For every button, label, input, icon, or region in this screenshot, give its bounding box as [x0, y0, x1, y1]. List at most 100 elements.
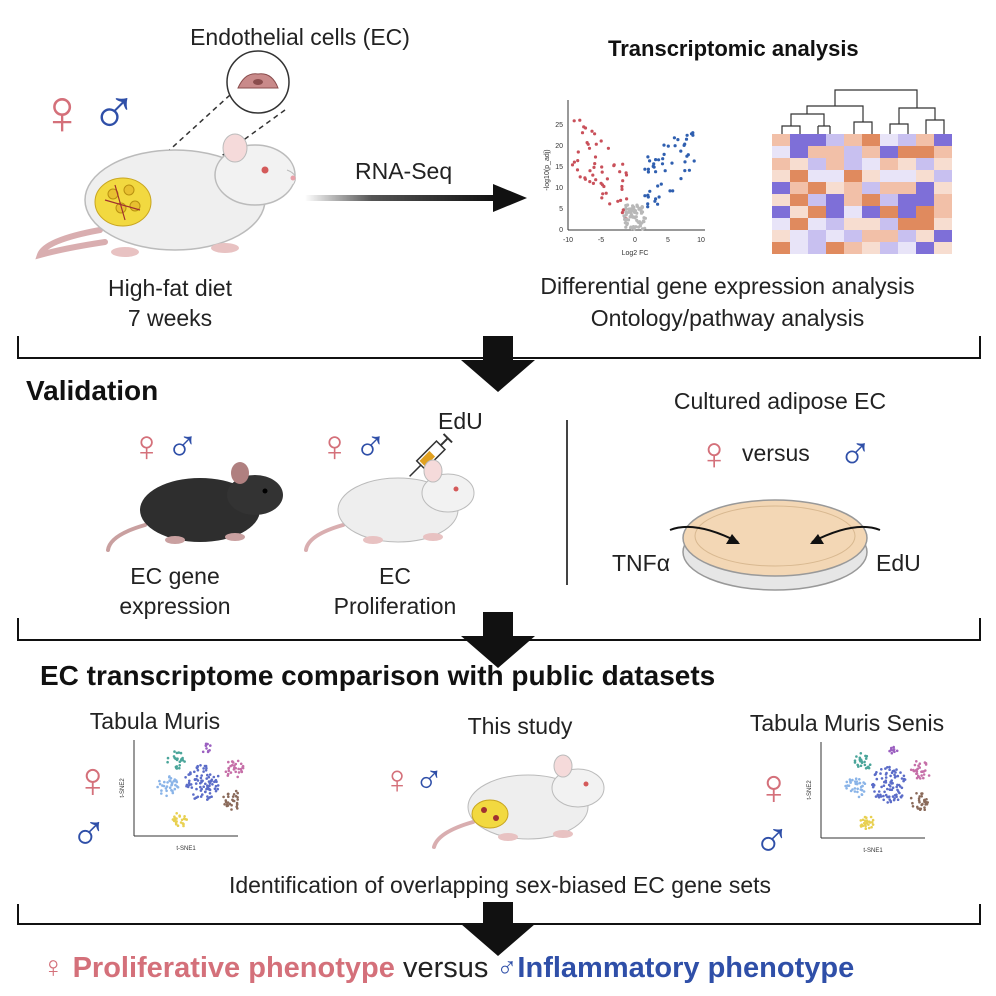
heatmap-cell	[790, 230, 808, 242]
tsne-point	[227, 767, 230, 770]
heatmap-cell	[772, 242, 790, 254]
proliferative-phenotype-label: Proliferative phenotype	[72, 952, 395, 984]
tsne-point	[871, 783, 874, 787]
tsne-point	[884, 773, 888, 776]
tsne-point	[851, 778, 854, 782]
heatmap-cell	[880, 218, 898, 230]
volcano-point	[646, 202, 650, 206]
tsne-point	[192, 793, 195, 796]
tsne-point	[200, 779, 203, 782]
tsne-point	[888, 749, 891, 753]
male-symbol-icon: ♂	[496, 952, 518, 983]
tsne-point	[166, 781, 169, 784]
tsne-point	[183, 760, 186, 763]
volcano-point	[683, 169, 687, 173]
versus-label: versus	[742, 440, 810, 466]
male-symbol-icon: ♂	[166, 422, 199, 471]
heatmap-cell	[826, 146, 844, 158]
tsne-point	[234, 766, 237, 770]
validation-divider	[566, 420, 568, 585]
tsne-point	[871, 785, 875, 789]
tsne-point	[211, 783, 214, 786]
tsne-point	[896, 774, 900, 778]
volcano-point	[661, 157, 665, 161]
tsne-point	[900, 777, 904, 780]
volcano-point	[662, 143, 666, 147]
tsne-point	[920, 774, 923, 777]
heatmap-cell	[898, 134, 916, 146]
volcano-xtick: -10	[563, 237, 573, 244]
tsne-point	[869, 821, 872, 824]
heatmap-cell	[862, 158, 880, 170]
tsne-point	[888, 795, 891, 798]
tsne-point	[847, 784, 851, 787]
volcano-point	[636, 220, 640, 224]
tsne-point	[207, 749, 210, 753]
tsne-point	[205, 766, 208, 770]
tsne-point	[233, 764, 236, 767]
tsne-point	[193, 797, 196, 800]
tsne-point	[200, 774, 203, 777]
heatmap-cell	[772, 194, 790, 206]
heatmap-cell	[826, 206, 844, 218]
volcano-point	[633, 216, 637, 220]
tsne-point	[165, 789, 168, 793]
heatmap-cell	[790, 158, 808, 170]
heatmap-cell	[934, 206, 952, 218]
tsne-point	[236, 798, 239, 801]
tsne-point	[856, 787, 859, 791]
tsne-point	[236, 759, 240, 763]
tsne-y-label: t-SNE2	[120, 778, 126, 798]
tsne-point	[902, 779, 905, 783]
tsne-point	[227, 760, 230, 764]
tsne-point	[889, 800, 893, 804]
heatmap-cell	[916, 158, 934, 170]
tsne-point	[216, 784, 220, 787]
tsne-point	[888, 798, 891, 801]
heatmap-cell	[898, 170, 916, 182]
tsne-point	[187, 781, 191, 785]
male-symbol-icon: ♂	[70, 805, 108, 861]
conclusion-versus-label: versus	[402, 952, 489, 984]
volcano-point	[620, 211, 624, 215]
tsne-point	[909, 768, 913, 772]
tsne-point	[199, 776, 203, 780]
tsne-point	[915, 768, 918, 772]
heatmap-cell	[898, 242, 916, 254]
volcano-point	[624, 218, 628, 222]
tsne-x-label: t-SNE1	[863, 848, 883, 854]
heatmap-cell	[772, 230, 790, 242]
heatmap-cell	[772, 206, 790, 218]
volcano-ytick: 10	[555, 185, 563, 192]
volcano-point	[640, 227, 645, 231]
tsne-point	[224, 770, 228, 773]
tsne-point	[859, 819, 863, 822]
tsne-point	[230, 808, 233, 811]
heatmap-cell	[880, 170, 898, 182]
heatmap-cell	[880, 242, 898, 254]
tsne-point	[227, 769, 231, 772]
volcano-point	[673, 144, 677, 148]
heatmap-cell	[916, 194, 934, 206]
volcano-point	[663, 169, 667, 173]
volcano-point	[668, 189, 672, 193]
tsne-point	[844, 784, 847, 788]
volcano-point	[625, 197, 629, 201]
tsne-point	[920, 770, 924, 773]
tsne-point	[236, 791, 239, 795]
tsne-point	[886, 801, 889, 804]
tsne-point	[922, 776, 925, 780]
volcano-point	[620, 184, 624, 189]
tsne-point	[193, 778, 197, 781]
tsne-point	[199, 764, 202, 767]
tsne-point	[174, 783, 177, 787]
volcano-point	[576, 159, 580, 163]
tsne-point	[176, 824, 180, 827]
tsne-point	[193, 770, 196, 774]
tsne-point	[168, 775, 171, 778]
heatmap-cell	[934, 182, 952, 194]
tsne-point	[185, 818, 188, 821]
tsne-point	[895, 793, 898, 796]
volcano-point	[621, 162, 625, 166]
volcano-point	[600, 170, 604, 174]
